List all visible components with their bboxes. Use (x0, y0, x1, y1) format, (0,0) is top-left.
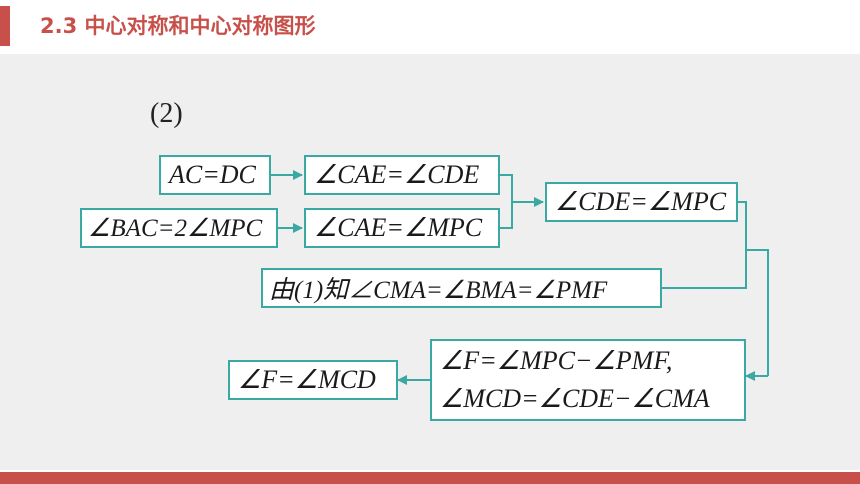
merge-line-top (500, 174, 513, 202)
problem-label: (2) (150, 98, 183, 129)
derivation-line-2: ∠MCD=∠CDE−∠CMA (440, 384, 710, 413)
box-ac-dc: AC=DC (159, 155, 271, 195)
box-angle-f-derivation: ∠F=∠MPC−∠PMF, ∠MCD=∠CDE−∠CMA (430, 339, 746, 421)
title-accent-bar (0, 6, 10, 46)
footer-bar (0, 472, 860, 484)
box-bac-2mpc: ∠BAC=2∠MPC (80, 208, 278, 248)
box-cae-mpc: ∠CAE=∠MPC (304, 208, 500, 248)
page-title: 2.3 中心对称和中心对称图形 (40, 14, 316, 38)
connector-to-right-box (746, 249, 769, 376)
merge-line-bottom (500, 202, 513, 229)
box-cae-cde: ∠CAE=∠CDE (304, 155, 500, 195)
box-cde-mpc: ∠CDE=∠MPC (545, 182, 738, 222)
box-from-part-1: 由(1)知∠CMA=∠BMA=∠PMF (261, 268, 662, 308)
connector-cde-down (662, 201, 747, 289)
box-f-mcd: ∠F=∠MCD (228, 360, 398, 400)
derivation-line-1: ∠F=∠MPC−∠PMF, (440, 346, 673, 375)
header-bar: 2.3 中心对称和中心对称图形 (0, 0, 860, 54)
